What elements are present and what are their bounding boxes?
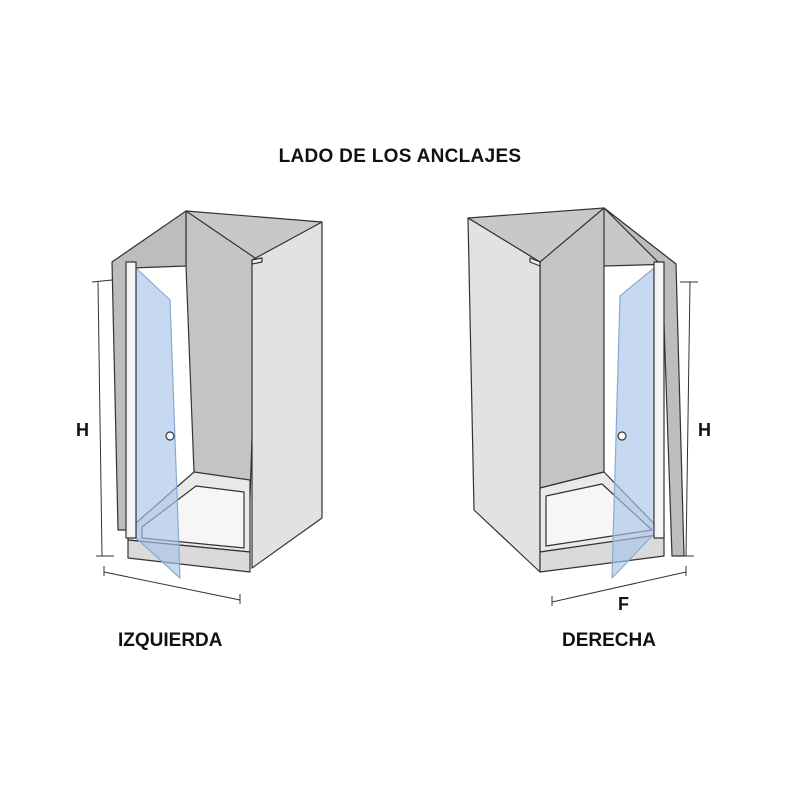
left-height-line [97, 281, 103, 557]
left-door-handle [165, 431, 175, 441]
left-door-profile [125, 261, 137, 539]
right-width-label: F [618, 594, 629, 614]
right-glass-door [611, 267, 655, 579]
right-caption: DERECHA [562, 630, 656, 651]
left-back-wall-face [185, 210, 259, 499]
right-dimension-lines [551, 281, 698, 606]
left-shower-enclosure [111, 210, 323, 579]
right-width-line [551, 571, 687, 603]
left-dimension-lines [91, 279, 241, 604]
left-right-wall [251, 221, 323, 569]
right-height-label: H [698, 420, 711, 440]
left-glass-door [135, 267, 181, 579]
right-wall-top-edge [529, 257, 541, 267]
left-height-label: H [76, 420, 89, 440]
right-shower-enclosure [467, 207, 685, 579]
left-height-tick-top [91, 279, 113, 283]
right-left-wall [467, 217, 541, 573]
left-wall-top-edge [251, 257, 263, 265]
right-height-line [685, 281, 691, 557]
left-caption: IZQUIERDA [118, 630, 223, 651]
left-width-line [103, 571, 241, 601]
right-door-profile [653, 261, 665, 539]
diagram-title: LADO DE LOS ANCLAJES [278, 146, 522, 167]
right-door-handle [617, 431, 627, 441]
